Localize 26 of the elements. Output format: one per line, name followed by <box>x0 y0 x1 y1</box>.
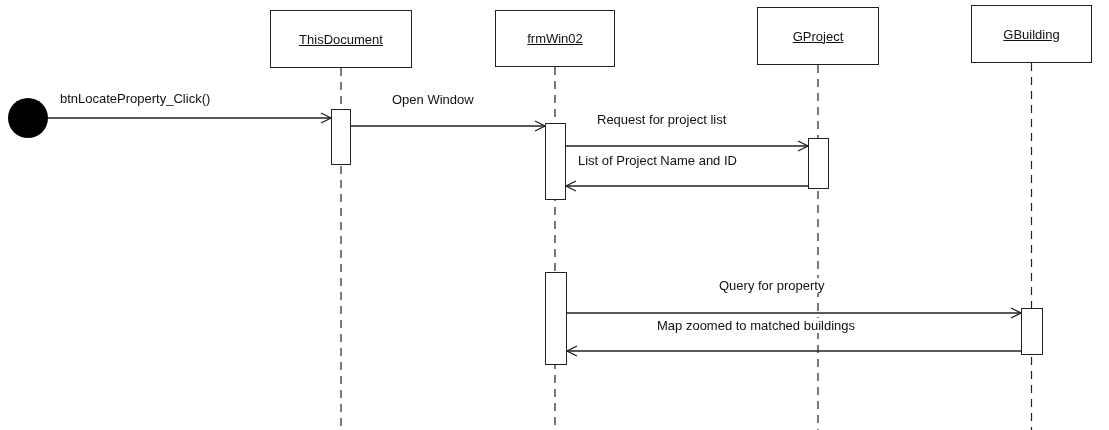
activation-bar <box>808 138 829 189</box>
message-label: Request for project list <box>595 112 729 127</box>
object-name: ThisDocument <box>299 31 383 47</box>
activation-bar <box>545 123 566 200</box>
lifeline-header <box>757 7 879 65</box>
message-label: Query for property <box>717 278 827 293</box>
message-arrow <box>565 180 809 192</box>
lifeline-header <box>270 10 412 68</box>
start-circle <box>8 98 48 138</box>
object-name: GBuilding <box>1003 26 1060 42</box>
message-arrow <box>566 345 1022 357</box>
activation-bar <box>1021 308 1043 355</box>
message-arrow <box>47 112 332 124</box>
message-label: List of Project Name and ID <box>576 153 739 168</box>
message-label: Map zoomed to matched buildings <box>655 318 857 333</box>
lifeline-header <box>495 10 615 67</box>
message-arrow <box>350 120 546 132</box>
activation-bar <box>545 272 567 365</box>
message-label: btnLocateProperty_Click() <box>58 91 213 106</box>
object-name: GProject <box>792 28 844 44</box>
message-label: Open Window <box>390 92 476 107</box>
message-arrow <box>566 307 1022 319</box>
message-arrow <box>565 140 809 152</box>
activation-bar <box>331 109 351 165</box>
object-name: frmWin02 <box>527 31 583 46</box>
lifeline-header <box>971 5 1092 63</box>
